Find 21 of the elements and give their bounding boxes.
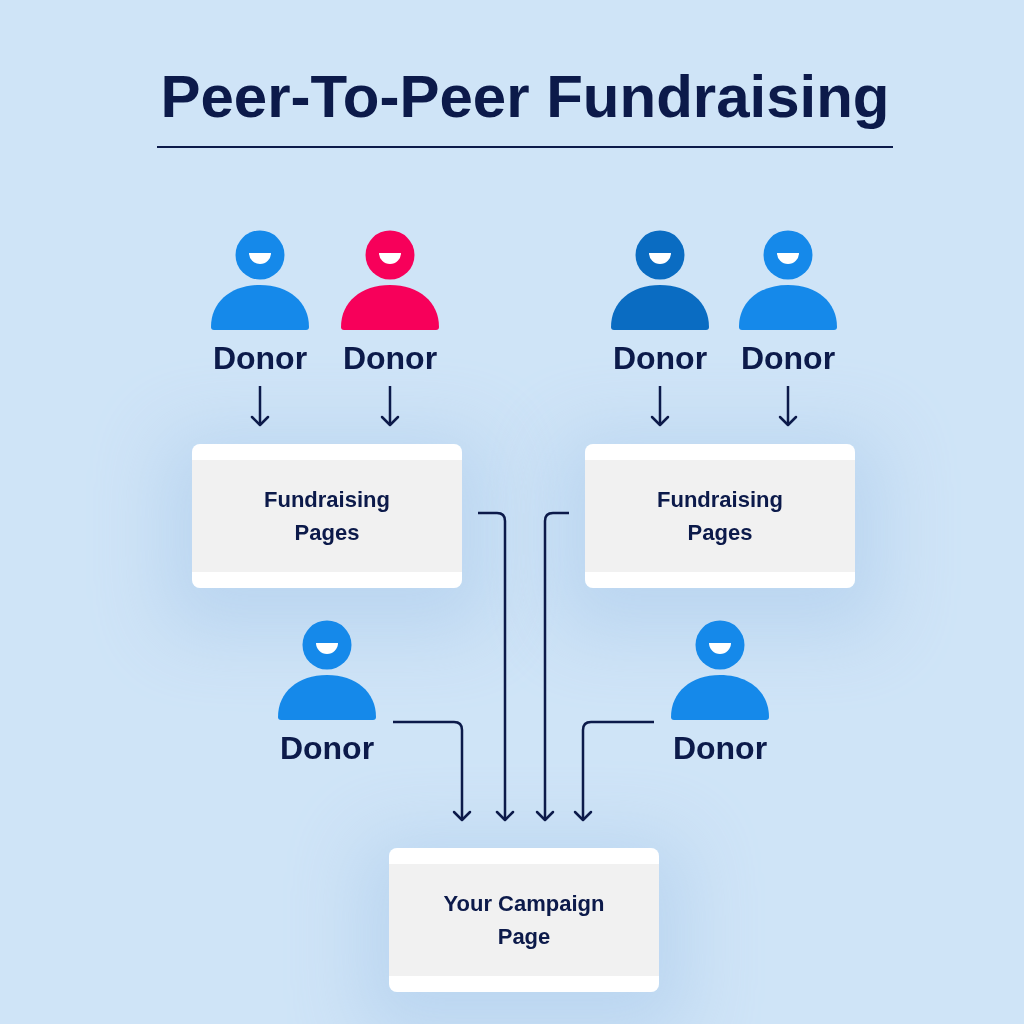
page-card [192,444,462,588]
node-label: Fundraising Pages [263,486,391,547]
page-card [585,444,855,588]
node-label: Donor [672,730,768,766]
title: Peer-To-Peer Fundraising [160,62,890,132]
node-label: Your Campaign Page [442,890,606,951]
node-label: Donor [279,730,375,766]
node-label: Donor [342,340,438,376]
arrow [650,386,670,427]
arrow [380,386,400,427]
node-label: Donor [612,340,708,376]
arrow [478,511,515,822]
arrow [573,720,654,822]
node-label: Donor [740,340,836,376]
arrow [393,720,472,822]
arrow [535,511,569,822]
node-label: Fundraising Pages [656,486,784,547]
arrow [778,386,798,427]
arrow [250,386,270,427]
page-card [389,848,659,992]
node-label: Donor [212,340,308,376]
